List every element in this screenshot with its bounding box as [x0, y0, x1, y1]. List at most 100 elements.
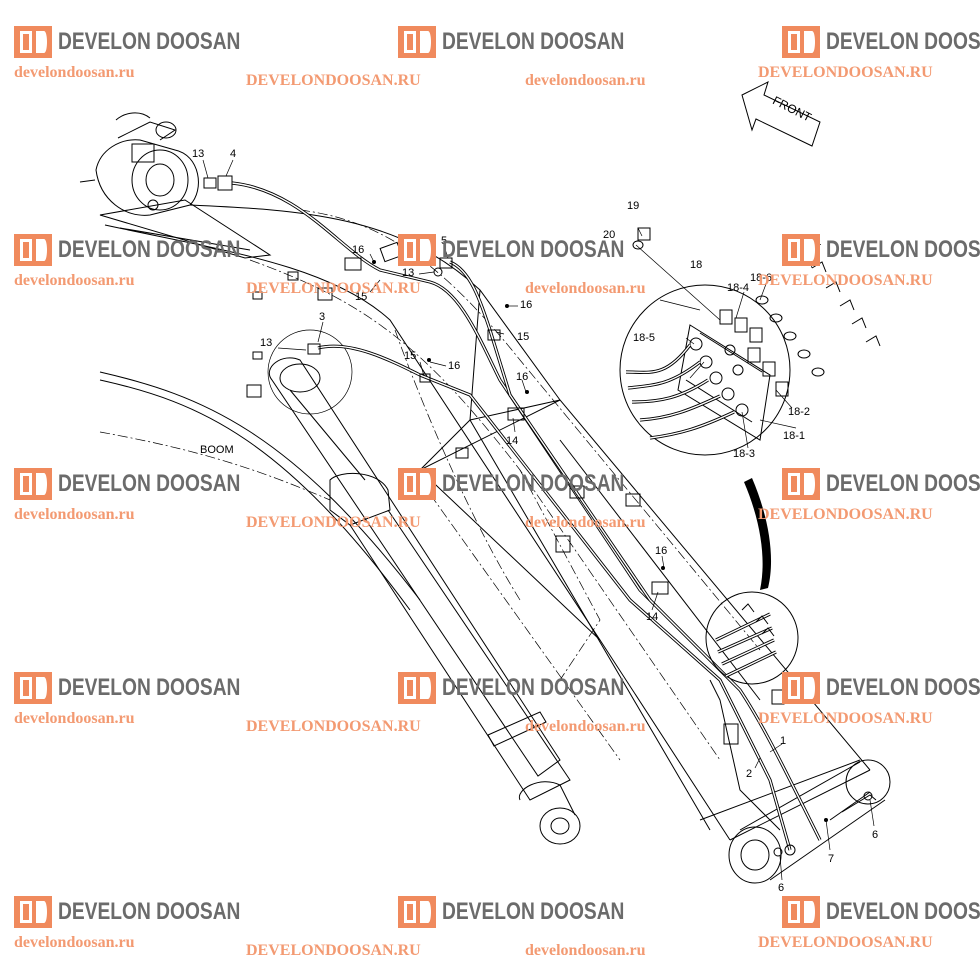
watermark-site: develondoosan.ru [525, 718, 646, 735]
callout-7: 7 [828, 853, 834, 865]
develon-logo-icon [782, 672, 820, 704]
callout-14-b: 14 [646, 611, 658, 623]
boom-label: BOOM [200, 444, 234, 456]
callout-18-4: 18-4 [727, 282, 749, 294]
boom-structure [104, 204, 891, 884]
develon-logo-icon [782, 468, 820, 500]
detail-pointer [744, 478, 772, 590]
watermark: DEVELON DOOSAN develondoosan.ru [14, 896, 286, 952]
callout-13-c: 13 [260, 337, 272, 349]
watermark-brand: DEVELON DOOSAN [826, 470, 980, 497]
watermark-brand: DEVELON DOOSAN [442, 470, 625, 497]
watermark-brand: DEVELON DOOSAN [58, 470, 241, 497]
watermark: DEVELONDOOSAN.RU [246, 508, 421, 532]
watermark: DEVELON DOOSAN [398, 26, 670, 58]
watermark-brand: DEVELON DOOSAN [58, 236, 241, 263]
develon-logo-icon [14, 896, 52, 928]
watermark-logo: DEVELON DOOSAN [398, 468, 670, 500]
callout-16-a: 16 [352, 244, 364, 256]
watermark: develondoosan.ru [525, 508, 645, 532]
watermark: DEVELON DOOSAN DEVELONDOOSAN.RU [758, 896, 980, 952]
watermark-brand: DEVELON DOOSAN [826, 898, 980, 925]
watermark-logo: DEVELON DOOSAN [782, 672, 980, 704]
watermark-logo: DEVELON DOOSAN [782, 234, 980, 266]
watermark-site: DEVELONDOOSAN.RU [758, 272, 933, 289]
watermark: DEVELONDOOSAN.RU [246, 712, 421, 736]
detail-view-manifold [619, 244, 881, 456]
develon-logo-icon [14, 672, 52, 704]
front-label: FRONT [770, 93, 814, 125]
callout-15-b: 15 [404, 350, 416, 362]
develon-logo-icon [14, 468, 52, 500]
callout-15-c: 15 [517, 331, 529, 343]
callout-18-6: 18-6 [750, 272, 772, 284]
watermark-logo: DEVELON DOOSAN [398, 896, 670, 928]
watermark: DEVELON DOOSAN DEVELONDOOSAN.RU [758, 26, 980, 82]
callout-13-b: 13 [402, 267, 414, 279]
callout-18-1: 18-1 [783, 430, 805, 442]
detail-hoses [625, 344, 735, 440]
front-arrow: FRONT [741, 81, 821, 147]
watermark: develondoosan.ru [525, 936, 645, 960]
watermark-brand: DEVELON DOOSAN [826, 674, 980, 701]
watermark-logo: DEVELON DOOSAN [398, 26, 670, 58]
watermark: DEVELON DOOSAN [398, 896, 670, 928]
watermark: develondoosan.ru [525, 66, 645, 90]
callout-6-a: 6 [872, 829, 878, 841]
develon-logo-icon [782, 896, 820, 928]
watermark-logo: DEVELON DOOSAN [14, 468, 286, 500]
watermark-site: develondoosan.ru [14, 64, 135, 81]
watermark: DEVELON DOOSAN [398, 234, 670, 266]
watermark-brand: DEVELON DOOSAN [58, 674, 241, 701]
watermark: DEVELONDOOSAN.RU [246, 274, 421, 298]
watermark-logo: DEVELON DOOSAN [14, 896, 286, 928]
watermark: DEVELON DOOSAN DEVELONDOOSAN.RU [758, 672, 980, 728]
watermark-brand: DEVELON DOOSAN [58, 898, 241, 925]
watermark-logo: DEVELON DOOSAN [14, 26, 286, 58]
fittings [203, 175, 651, 355]
watermark: DEVELONDOOSAN.RU [246, 66, 421, 90]
watermark-site: DEVELONDOOSAN.RU [246, 72, 421, 89]
watermark: develondoosan.ru [525, 274, 645, 298]
develon-logo-icon [782, 234, 820, 266]
callout-2: 2 [746, 768, 752, 780]
watermark: DEVELON DOOSAN develondoosan.ru [14, 672, 286, 728]
watermark-logo: DEVELON DOOSAN [14, 234, 286, 266]
watermark-site: DEVELONDOOSAN.RU [758, 710, 933, 727]
watermark-logo: DEVELON DOOSAN [398, 234, 670, 266]
watermark: DEVELON DOOSAN DEVELONDOOSAN.RU [758, 468, 980, 524]
watermark-site: DEVELONDOOSAN.RU [758, 934, 933, 951]
watermark: DEVELONDOOSAN.RU [246, 936, 421, 960]
develon-logo-icon [398, 896, 436, 928]
detail-view-small [705, 591, 799, 685]
watermark-brand: DEVELON DOOSAN [442, 236, 625, 263]
watermark-logo: DEVELON DOOSAN [398, 672, 670, 704]
develon-logo-icon [398, 234, 436, 266]
watermark-site: develondoosan.ru [14, 272, 135, 289]
watermark-logo: DEVELON DOOSAN [14, 672, 286, 704]
watermark: DEVELON DOOSAN DEVELONDOOSAN.RU [758, 234, 980, 290]
callout-4: 4 [230, 148, 236, 160]
manifold-bolts [689, 309, 789, 417]
watermark-brand: DEVELON DOOSAN [442, 28, 625, 55]
callout-18-2: 18-2 [788, 406, 810, 418]
develon-logo-icon [14, 26, 52, 58]
watermark: DEVELON DOOSAN [398, 672, 670, 704]
watermark-site: develondoosan.ru [14, 710, 135, 727]
watermark-site: DEVELONDOOSAN.RU [246, 280, 421, 297]
watermark-brand: DEVELON DOOSAN [442, 674, 625, 701]
callout-20: 20 [603, 229, 615, 241]
watermark-site: develondoosan.ru [525, 942, 646, 959]
callout-18-3: 18-3 [733, 448, 755, 460]
frame-lines [99, 371, 421, 611]
develon-logo-icon [782, 26, 820, 58]
leader-lines [202, 159, 875, 881]
watermark-brand: DEVELON DOOSAN [826, 236, 980, 263]
watermark-site: develondoosan.ru [525, 280, 646, 297]
develon-logo-icon [398, 468, 436, 500]
watermark-site: DEVELONDOOSAN.RU [246, 514, 421, 531]
callout-16-d: 16 [516, 371, 528, 383]
callout-16-c: 16 [520, 299, 532, 311]
watermark-brand: DEVELON DOOSAN [826, 28, 980, 55]
callout-16-b: 16 [448, 360, 460, 372]
